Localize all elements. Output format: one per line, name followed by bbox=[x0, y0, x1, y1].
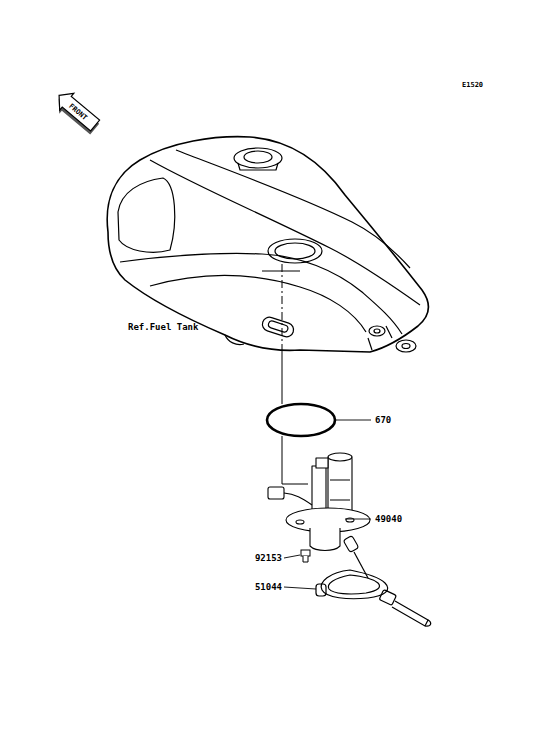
fuel-pump bbox=[328, 453, 352, 461]
fuel-pump bbox=[268, 453, 370, 553]
fuel-tank bbox=[261, 315, 296, 338]
fuel-pump bbox=[268, 487, 284, 499]
fuel-hose bbox=[321, 570, 387, 599]
leader-line bbox=[345, 519, 371, 520]
fuel-tank bbox=[268, 320, 289, 333]
assembly-line bbox=[282, 264, 283, 352]
figure-code: E1520 bbox=[462, 81, 483, 90]
assembly-line bbox=[262, 264, 308, 484]
callout-number: 51044 bbox=[255, 582, 282, 593]
callout-number: 92153 bbox=[255, 553, 282, 564]
fuel-tank bbox=[234, 148, 282, 168]
front-mark: FRONT bbox=[67, 102, 89, 122]
fuel-tank bbox=[368, 326, 392, 350]
fuel-hose bbox=[425, 620, 431, 626]
fuel-tank bbox=[374, 329, 380, 333]
leader-line bbox=[284, 555, 300, 558]
front-arrow bbox=[52, 87, 102, 134]
o-ring bbox=[267, 404, 335, 436]
callout-number: 49040 bbox=[375, 514, 402, 525]
fuel-pump bbox=[343, 535, 359, 552]
fuel-tank bbox=[118, 178, 175, 252]
fuel-pump bbox=[284, 493, 312, 505]
assembly-line bbox=[282, 436, 308, 484]
fuel-hose bbox=[379, 590, 396, 606]
fuel-pump bbox=[310, 528, 340, 551]
bolt bbox=[301, 550, 310, 556]
callout-number: 670 bbox=[375, 415, 391, 426]
fuel-tank bbox=[107, 137, 428, 352]
fuel-tank bbox=[396, 340, 416, 352]
assembly-line bbox=[282, 352, 283, 404]
fuel-hose bbox=[392, 601, 428, 626]
reference-note: Ref.Fuel Tank bbox=[128, 322, 198, 333]
leader-line bbox=[284, 587, 316, 589]
fuel-tank bbox=[402, 344, 410, 349]
bolt bbox=[303, 556, 308, 562]
leader-line bbox=[335, 420, 371, 421]
bolt bbox=[301, 550, 310, 562]
assembly-line bbox=[262, 271, 300, 272]
fuel-tank bbox=[120, 253, 402, 334]
front-arrow bbox=[50, 87, 104, 138]
fuel-tank bbox=[238, 163, 278, 170]
fuel-tank bbox=[268, 239, 322, 263]
fuel-tank bbox=[176, 150, 410, 268]
fuel-pump bbox=[330, 480, 350, 500]
fuel-pump bbox=[296, 520, 304, 524]
o-ring bbox=[267, 404, 335, 436]
fuel-tank bbox=[244, 151, 272, 163]
fuel-hose bbox=[316, 584, 326, 596]
fuel-hose bbox=[328, 575, 379, 594]
fuel-tank bbox=[369, 326, 385, 336]
leader-line bbox=[284, 420, 371, 589]
fuel-tank bbox=[107, 137, 428, 352]
fuel-tank bbox=[275, 243, 315, 259]
fuel-pump bbox=[316, 458, 328, 468]
fuel-hose bbox=[316, 552, 431, 626]
fuel-tank bbox=[225, 335, 244, 345]
